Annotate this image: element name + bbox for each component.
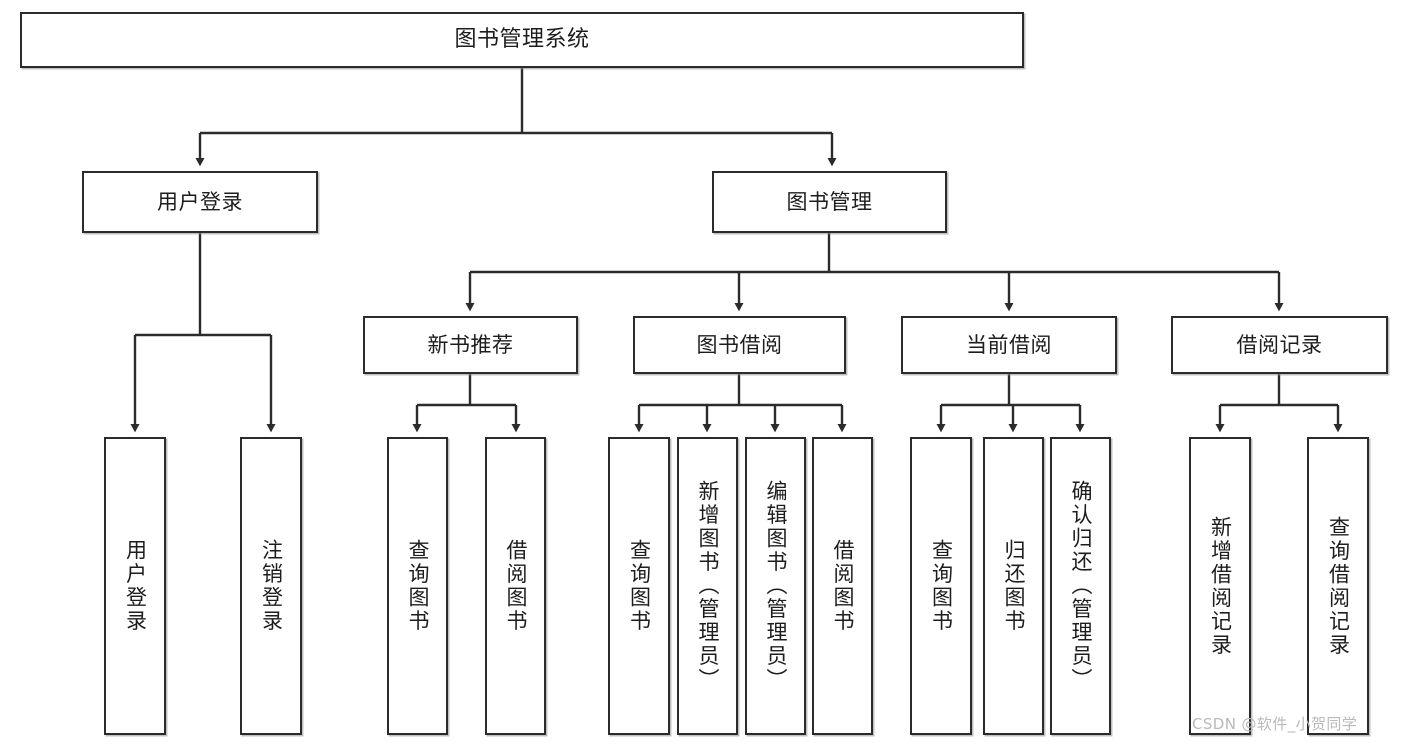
node-borrow-record-label: 借阅记录 [1236,332,1323,357]
leaf-query-book-3-label: 查询图书 [929,539,954,633]
leaf-query-book-1-label: 查询图书 [406,539,430,633]
leaf-borrow-book-2-label: 借阅图书 [831,539,855,633]
leaf-logout[interactable]: 注销登录 [240,437,302,735]
leaf-return-book[interactable]: 归还图书 [983,437,1044,735]
leaf-confirm-return[interactable]: 确认归还（管理员） [1050,437,1111,735]
leaf-add-book-label: 新增图书（管理员） [696,480,720,692]
leaf-edit-book[interactable]: 编辑图书（管理员） [745,437,806,735]
leaf-borrow-book-1[interactable]: 借阅图书 [485,437,546,735]
node-root-label: 图书管理系统 [454,27,590,53]
leaf-add-book[interactable]: 新增图书（管理员） [677,437,738,735]
leaf-query-record[interactable]: 查询借阅记录 [1307,437,1369,735]
node-book-borrow-label: 图书借阅 [696,332,783,357]
node-borrow-record[interactable]: 借阅记录 [1171,316,1388,374]
node-new-book-recommend-label: 新书推荐 [427,332,514,357]
node-user-login[interactable]: 用户登录 [82,171,318,233]
node-book-management[interactable]: 图书管理 [712,171,947,233]
leaf-query-book-2-label: 查询图书 [627,539,652,633]
leaf-borrow-book-2[interactable]: 借阅图书 [812,437,873,735]
leaf-query-book-3[interactable]: 查询图书 [910,437,972,735]
leaf-add-record[interactable]: 新增借阅记录 [1189,437,1251,735]
leaf-query-book-1[interactable]: 查询图书 [387,437,448,735]
node-current-borrow-label: 当前借阅 [966,332,1052,357]
node-new-book-recommend[interactable]: 新书推荐 [363,316,578,374]
leaf-logout-label: 注销登录 [259,539,284,633]
leaf-confirm-return-label: 确认归还（管理员） [1069,480,1093,692]
leaf-query-book-2[interactable]: 查询图书 [608,437,670,735]
leaf-add-record-label: 新增借阅记录 [1208,516,1233,657]
leaf-user-login-label: 用户登录 [123,539,148,633]
node-book-borrow[interactable]: 图书借阅 [633,316,846,374]
node-current-borrow[interactable]: 当前借阅 [901,316,1117,374]
leaf-user-login[interactable]: 用户登录 [104,437,166,735]
node-user-login-label: 用户登录 [157,189,243,214]
node-root[interactable]: 图书管理系统 [20,12,1024,68]
leaf-borrow-book-1-label: 借阅图书 [504,539,528,633]
leaf-query-record-label: 查询借阅记录 [1326,516,1351,657]
leaf-edit-book-label: 编辑图书（管理员） [764,480,788,692]
node-book-management-label: 图书管理 [786,189,873,214]
leaf-return-book-label: 归还图书 [1002,539,1026,633]
